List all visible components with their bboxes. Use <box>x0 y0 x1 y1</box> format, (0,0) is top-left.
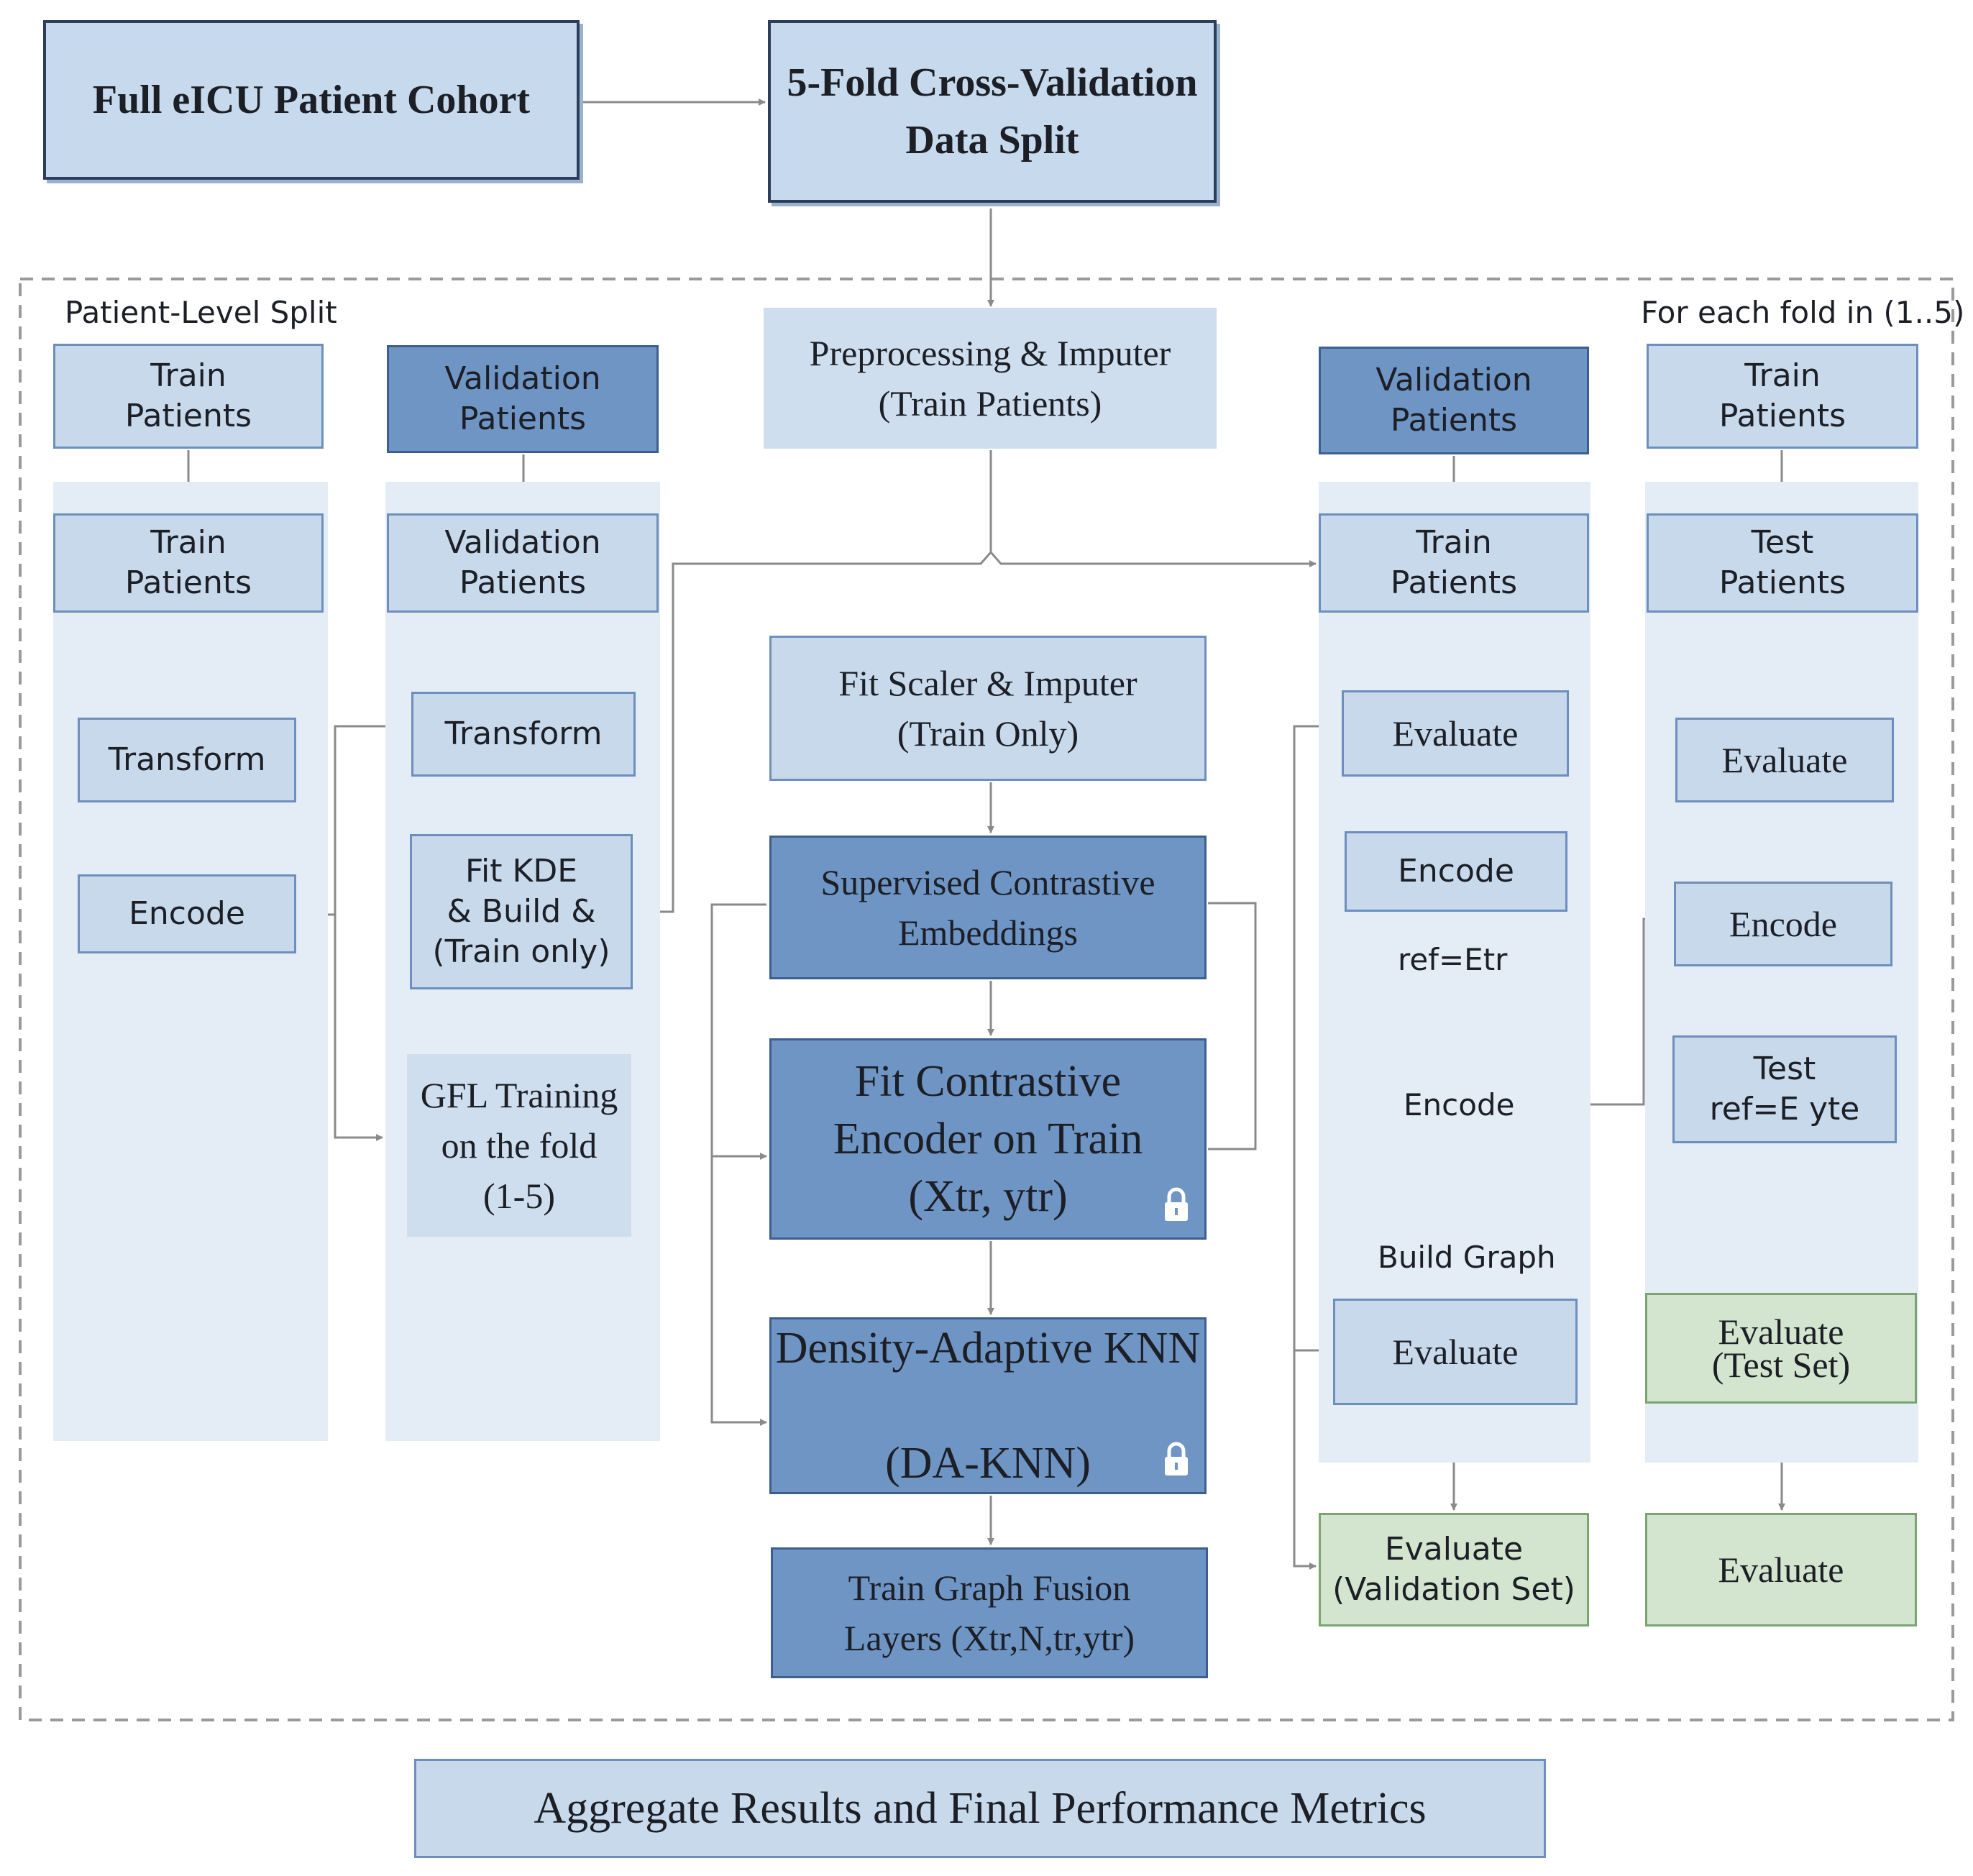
da-knn-box: Density-Adaptive KNN (DA-KNN) <box>769 1317 1207 1494</box>
encode-label: Encode <box>1404 1087 1515 1122</box>
preprocessing-box: Preprocessing & Imputer (Train Patients) <box>764 308 1217 449</box>
encode-box: Encode <box>78 874 296 953</box>
evaluate-box-test-1: Evaluate <box>1675 718 1894 802</box>
test-ref-box: Test ref=E yte <box>1672 1035 1897 1143</box>
evaluate-box-validation-2: Evaluate <box>1333 1299 1578 1405</box>
aggregate-results-box: Aggregate Results and Final Performance … <box>414 1759 1546 1858</box>
fit-kde-box: Fit KDE & Build & (Train only) <box>410 834 633 989</box>
for-each-fold-label: For each fold in (1..5) <box>1641 295 1965 330</box>
transform-box: Transform <box>78 718 296 802</box>
validation-patients-head-right: Validation Patients <box>1319 347 1589 454</box>
lane-train <box>53 482 328 1441</box>
fit-contrastive-encoder-box: Fit Contrastive Encoder on Train (Xtr, y… <box>769 1038 1207 1240</box>
fit-scaler-box: Fit Scaler & Imputer (Train Only) <box>769 636 1207 781</box>
encode-box-validation: Encode <box>1345 831 1567 912</box>
test-patients-box: Test Patients <box>1647 513 1918 613</box>
connector-arrow <box>710 903 767 1426</box>
cohort-box: Full eICU Patient Cohort <box>43 20 580 180</box>
evaluate-test-set-box: Evaluate (Test Set) <box>1645 1293 1917 1404</box>
train-patients-head-right: Train Patients <box>1647 344 1918 449</box>
connector-arrow <box>334 915 383 1141</box>
ref-etr-label: ref=Etr <box>1398 942 1508 977</box>
connector-arrow <box>636 550 1317 913</box>
encode-box-test: Encode <box>1674 882 1892 966</box>
train-patients-box: Train Patients <box>53 513 324 613</box>
evaluate-validation-set-box: Evaluate (Validation Set) <box>1319 1513 1589 1626</box>
evaluate-box-validation-1: Evaluate <box>1342 690 1569 777</box>
fold-frame <box>19 278 1954 1721</box>
lock-icon <box>1165 1442 1188 1475</box>
validation-patients-box: Validation Patients <box>387 513 659 613</box>
gfl-training-box: GFL Training on the fold (1-5) <box>407 1054 631 1237</box>
evaluate-box-test-2: Evaluate <box>1645 1513 1917 1626</box>
validation-patients-head: Validation Patients <box>387 345 659 453</box>
patient-level-split-label: Patient-Level Split <box>65 295 337 330</box>
cv-split-box: 5-Fold Cross-Validation Data Split <box>768 20 1217 203</box>
supervised-contrastive-box: Supervised Contrastive Embeddings <box>769 836 1207 979</box>
build-graph-label: Build Graph <box>1378 1240 1556 1275</box>
connector-arrow <box>1208 902 1257 1150</box>
lock-icon <box>1165 1187 1188 1221</box>
transform-box-validation: Transform <box>411 692 636 777</box>
train-patients-head: Train Patients <box>53 344 324 449</box>
graph-fusion-box: Train Graph Fusion Layers (Xtr,N,tr,ytr) <box>771 1547 1208 1678</box>
train-patients-box-right: Train Patients <box>1319 513 1589 613</box>
